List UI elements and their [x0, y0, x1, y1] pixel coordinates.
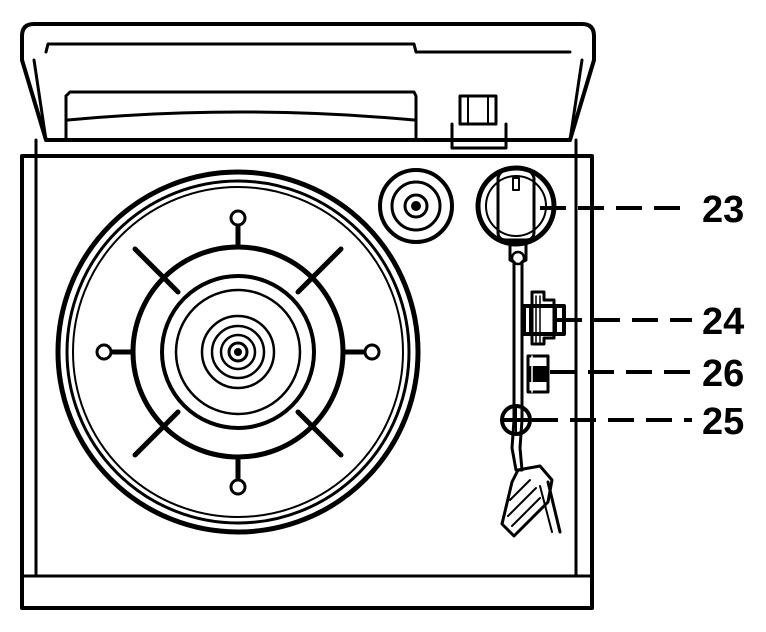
lid-hinge	[450, 94, 508, 150]
callout-23: 23	[702, 189, 745, 231]
headshell	[500, 464, 562, 538]
leader-lines	[532, 206, 692, 422]
dust-cover-lid	[20, 22, 596, 142]
adapter-spindle	[378, 168, 454, 244]
callout-25: 25	[702, 401, 745, 443]
turntable-base	[20, 138, 594, 610]
tonearm-clip	[500, 404, 532, 436]
cue-lever	[526, 354, 550, 394]
callout-24: 24	[702, 301, 745, 343]
platter-holes	[95, 209, 381, 496]
callout-26: 26	[702, 353, 745, 395]
platter-ribs	[132, 246, 344, 458]
